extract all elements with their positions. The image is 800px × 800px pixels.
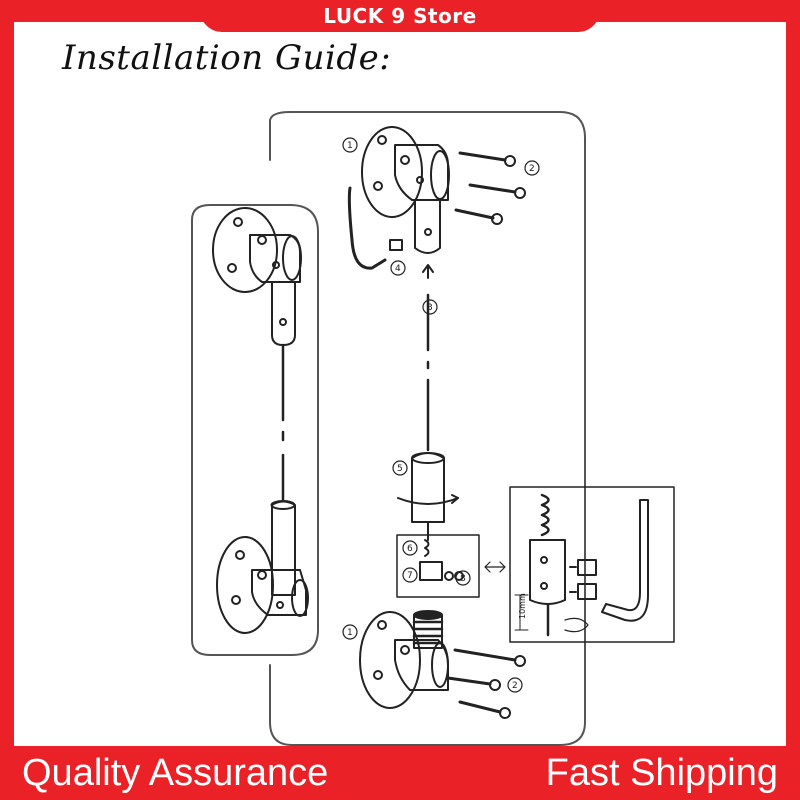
svg-text:1: 1 xyxy=(347,628,353,638)
dimension-label: 10mm xyxy=(518,593,527,619)
svg-text:2: 2 xyxy=(512,681,518,691)
quality-assurance-text: Quality Assurance xyxy=(22,751,329,794)
svg-text:1: 1 xyxy=(347,141,353,151)
guide-title: Installation Guide: xyxy=(62,38,392,78)
svg-text:6: 6 xyxy=(407,544,413,554)
right-panel-outline xyxy=(269,111,586,746)
set-screw-top xyxy=(389,239,403,251)
left-top-bracket xyxy=(212,207,302,346)
svg-text:2: 2 xyxy=(529,164,535,174)
svg-text:4: 4 xyxy=(395,264,401,274)
left-bottom-bracket xyxy=(216,500,309,634)
store-banner: LUCK 9 Store xyxy=(200,0,600,32)
screw-set-bottom xyxy=(446,648,526,719)
store-name: LUCK 9 Store xyxy=(323,4,477,28)
right-bottom-bracket xyxy=(359,610,449,709)
left-red-border xyxy=(0,0,14,800)
screw-set-top xyxy=(454,151,526,225)
large-detail-box: 10mm xyxy=(509,486,675,643)
svg-text:5: 5 xyxy=(397,464,403,474)
hex-key-large xyxy=(601,499,649,622)
fast-shipping-text: Fast Shipping xyxy=(545,751,778,794)
right-top-bracket xyxy=(361,126,450,254)
right-red-border xyxy=(786,0,800,800)
hex-key-top xyxy=(347,186,387,270)
left-panel-outline xyxy=(191,204,319,656)
cable-sleeve xyxy=(397,452,459,541)
svg-text:7: 7 xyxy=(407,571,413,581)
svg-text:3: 3 xyxy=(427,303,433,313)
footer-banner: Quality Assurance Fast Shipping xyxy=(0,746,800,800)
small-detail-box xyxy=(396,534,506,598)
right-cable xyxy=(422,264,434,452)
